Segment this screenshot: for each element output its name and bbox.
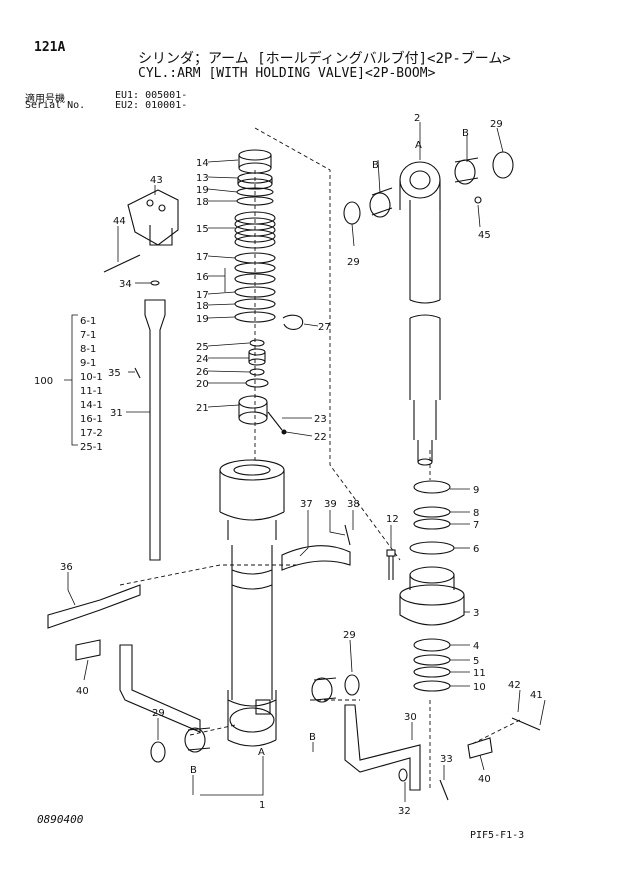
callout-18: 18: [196, 197, 209, 208]
kit-item: 7-1: [80, 330, 96, 341]
callout-5: 5: [473, 656, 479, 667]
callout-7: 7: [473, 520, 479, 531]
serial-label-english: Serial No.: [25, 100, 86, 111]
callout-33: 33: [440, 754, 453, 765]
callout-2: 2: [414, 113, 420, 124]
title-japanese: シリンダ；アーム [ホールディングバルブ付]<2P-ブーム>: [138, 51, 511, 67]
callout-11: 11: [473, 668, 486, 679]
kit-item: 25-1: [80, 442, 103, 453]
callout-13: 13: [196, 173, 209, 184]
callout-17b: 17: [196, 290, 209, 301]
callout-1: 1: [259, 800, 265, 811]
callout-B-bottom-left: B: [190, 765, 197, 776]
callout-A-top: A: [415, 140, 422, 151]
callout-24: 24: [196, 354, 209, 365]
callout-14: 14: [196, 158, 209, 169]
callout-17: 17: [196, 252, 209, 263]
callout-25: 25: [196, 342, 209, 353]
callout-41: 41: [530, 690, 543, 701]
callout-16: 16: [196, 272, 209, 283]
callout-B-bottom-right: B: [309, 732, 316, 743]
rod-head-seals: [386, 480, 465, 692]
callout-8: 8: [473, 508, 479, 519]
callout-B-top-left: B: [372, 160, 379, 171]
callout-12: 12: [386, 514, 399, 525]
callout-21: 21: [196, 403, 209, 414]
figure-code: PIF5-F1-3: [470, 830, 525, 841]
callout-30: 30: [404, 712, 417, 723]
cylinder-tube: [219, 459, 285, 747]
callout-32: 32: [398, 806, 411, 817]
callout-22: 22: [314, 432, 327, 443]
title-english: CYL.:ARM [WITH HOLDING VALVE]<2P-BOOM>: [138, 66, 436, 81]
callout-38: 38: [347, 499, 360, 510]
callout-40-right: 40: [478, 774, 491, 785]
page-number: 121A: [34, 40, 66, 55]
kit-item: 17-2: [80, 428, 103, 439]
callout-29-mid: 29: [343, 630, 356, 641]
callout-29-bottom-left: 29: [152, 708, 165, 719]
callout-45: 45: [478, 230, 491, 241]
callout-29-top-left: 29: [347, 257, 360, 268]
kit-100-items: 6-1 7-1 8-1 9-1 10-1 11-1 14-1 16-1 17-2 25-1: [80, 316, 103, 453]
callout-B-top-right: B: [462, 128, 469, 139]
callout-31: 31: [110, 408, 123, 419]
callout-34: 34: [119, 279, 132, 290]
kit-item: 10-1: [80, 372, 103, 383]
callout-labels: 14 13 19 18 15 17 16 17 18 19 27 25 24 2…: [34, 113, 543, 817]
callout-9: 9: [473, 485, 479, 496]
callout-3: 3: [473, 608, 479, 619]
kit-item: 8-1: [80, 344, 96, 355]
holding-valve-assembly: [47, 189, 541, 801]
callout-37: 37: [300, 499, 313, 510]
callout-39: 39: [324, 499, 337, 510]
callout-A-bottom: A: [258, 747, 265, 758]
callout-29-top-right: 29: [490, 119, 503, 130]
kit-item: 6-1: [80, 316, 96, 327]
serial-eu1: EU1: 005001-: [115, 90, 188, 101]
callout-19: 19: [196, 185, 209, 196]
piston-rod-assembly: [343, 151, 514, 466]
document-code: 0890400: [37, 813, 84, 826]
kit-item: 9-1: [80, 358, 96, 369]
kit-item: 16-1: [80, 414, 103, 425]
kit-100-label: 100: [34, 376, 53, 387]
callout-35: 35: [108, 368, 121, 379]
callout-23: 23: [314, 414, 327, 425]
callout-4: 4: [473, 641, 479, 652]
kit-item: 14-1: [80, 400, 103, 411]
serial-label-japanese: 適用号機: [25, 94, 65, 105]
kit-item: 11-1: [80, 386, 103, 397]
callout-42: 42: [508, 680, 521, 691]
callout-26: 26: [196, 367, 209, 378]
callout-10: 10: [473, 682, 486, 693]
assembly-dashed-lines: [119, 127, 521, 790]
callout-27: 27: [318, 322, 331, 333]
callout-36: 36: [60, 562, 73, 573]
callout-40-left: 40: [76, 686, 89, 697]
callout-43: 43: [150, 175, 163, 186]
callout-19b: 19: [196, 314, 209, 325]
seal-kit-stack: [234, 149, 304, 435]
serial-eu2: EU2: 010001-: [115, 100, 188, 111]
callout-44: 44: [113, 216, 126, 227]
callout-18b: 18: [196, 301, 209, 312]
callout-6: 6: [473, 544, 479, 555]
callout-20: 20: [196, 379, 209, 390]
callout-15: 15: [196, 224, 209, 235]
leader-lines: [64, 122, 546, 802]
